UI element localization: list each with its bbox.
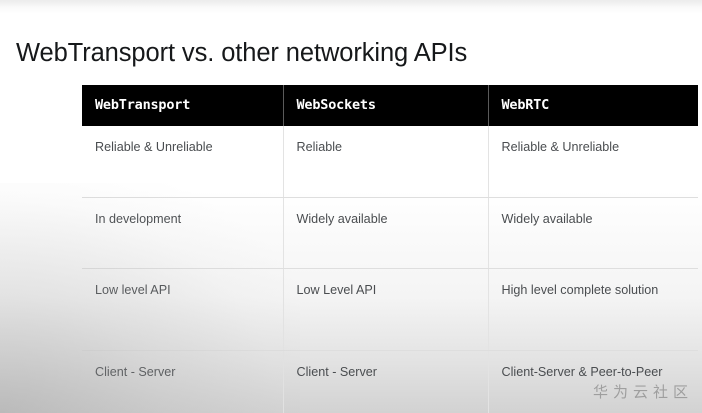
table-cell: In development (82, 197, 284, 269)
page-title: WebTransport vs. other networking APIs (16, 39, 468, 68)
column-header-websockets: WebSockets (283, 85, 489, 126)
table-cell: Widely available (283, 197, 489, 269)
table-cell: Reliable & Unreliable (82, 126, 284, 198)
watermark: 华为云社区 (592, 383, 693, 401)
api-comparison-table: WebTransport WebSockets WebRTC Reliable … (82, 85, 698, 413)
table-body: Reliable & Unreliable Reliable Reliable … (82, 126, 698, 413)
table-cell: Client - Server (82, 350, 284, 413)
top-edge-band (0, 0, 702, 7)
column-header-webrtc: WebRTC (488, 85, 698, 126)
table-header-row: WebTransport WebSockets WebRTC (82, 85, 698, 126)
column-header-webtransport: WebTransport (82, 85, 284, 126)
table-cell: Reliable & Unreliable (488, 126, 698, 198)
table-cell: Low level API (82, 268, 284, 351)
table-header: WebTransport WebSockets WebRTC (82, 85, 698, 126)
table-cell: Widely available (488, 197, 698, 269)
table-cell: Low Level API (283, 268, 489, 351)
table-row: In development Widely available Widely a… (82, 197, 698, 269)
table-row: Client - Server Client - Server Client-S… (82, 350, 698, 413)
table-cell: High level complete solution (488, 268, 698, 351)
table-cell: Client - Server (283, 350, 489, 413)
table-row: Reliable & Unreliable Reliable Reliable … (82, 126, 698, 198)
table-cell: Client-Server & Peer-to-Peer (488, 350, 698, 413)
table-cell: Reliable (283, 126, 489, 198)
table-row: Low level API Low Level API High level c… (82, 268, 698, 351)
